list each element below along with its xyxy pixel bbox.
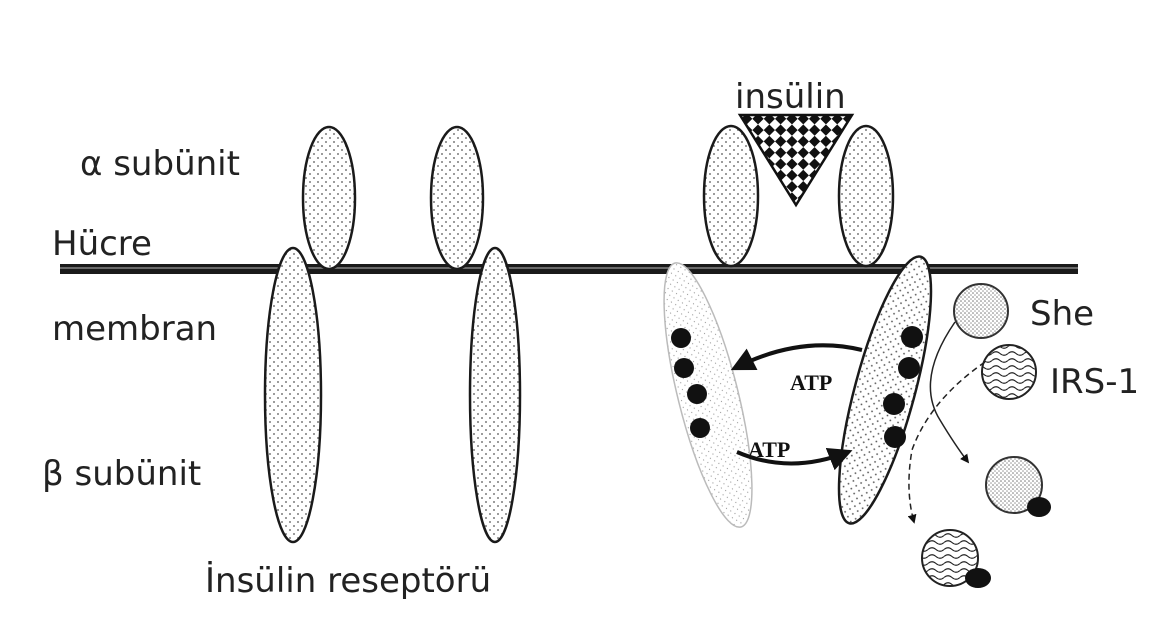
cell-membrane-label-line1: Hücre (52, 224, 152, 264)
alpha-subunit-3 (704, 126, 758, 266)
phosphate-dot (884, 426, 906, 448)
insulin-receptor-label: İnsülin reseptörü (205, 561, 491, 601)
atp-label-upper: ATP (790, 370, 832, 395)
she-label: She (1030, 294, 1094, 334)
alpha-subunit-1 (303, 127, 355, 269)
signal-arrow-irs1 (909, 362, 985, 522)
cell-membrane-label-line2: membran (52, 309, 217, 349)
alpha-subunit-2 (431, 127, 483, 269)
she-protein (954, 284, 1008, 338)
beta-subunit-3 (646, 256, 770, 534)
signal-arrow-she (930, 322, 968, 462)
atp-arrow-upper (735, 345, 862, 368)
alpha-subunit-label: α subünit (80, 144, 240, 184)
beta-subunit-2 (470, 248, 520, 542)
phosphate-dot (687, 384, 707, 404)
phosphate-dot (1027, 497, 1051, 517)
alpha-subunit-4 (839, 126, 893, 266)
beta-subunit-1 (265, 248, 321, 542)
phosphate-dot (965, 568, 991, 588)
phosphate-dot (901, 326, 923, 348)
phosphate-dot (671, 328, 691, 348)
beta-subunit-label: β subünit (42, 454, 201, 494)
atp-label-lower: ATP (748, 437, 790, 462)
irs1-label: IRS-1 (1050, 362, 1139, 402)
phosphate-dot (883, 393, 905, 415)
phosphate-dot (674, 358, 694, 378)
insulin-label: insülin (735, 77, 846, 117)
phosphate-dot (898, 357, 920, 379)
irs1-protein (982, 345, 1036, 399)
phosphate-dot (690, 418, 710, 438)
